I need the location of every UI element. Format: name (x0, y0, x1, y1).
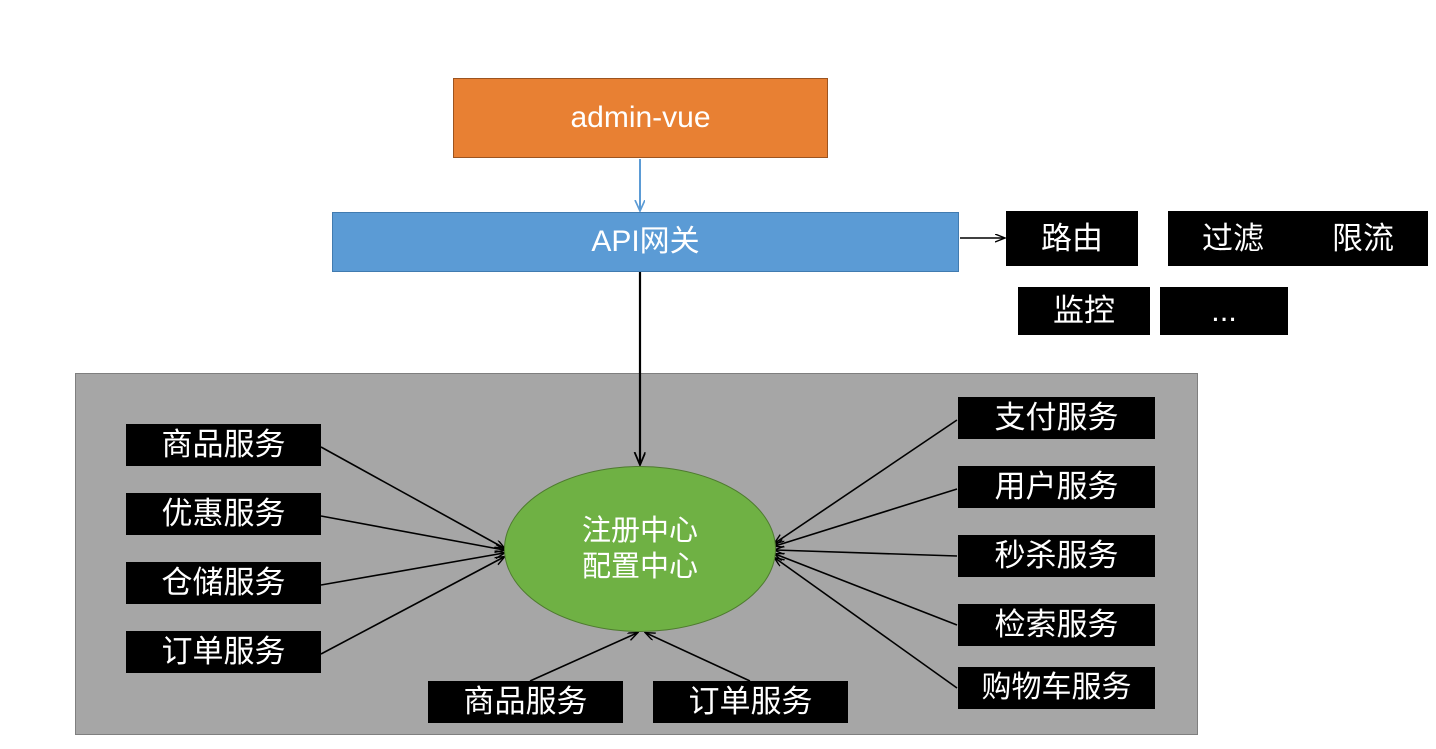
service-chip-right-seckill[interactable]: 秒杀服务 (958, 535, 1155, 577)
service-chip-right-search[interactable]: 检索服务 (958, 604, 1155, 646)
service-chip-label: 仓储服务 (161, 565, 286, 601)
gateway-feature-label: 限流 (1332, 220, 1394, 256)
registry-line-2: 配置中心 (581, 551, 698, 583)
gateway-box-label: API网关 (591, 224, 700, 258)
service-chip-label: 检索服务 (994, 607, 1119, 643)
registry-line-1: 注册中心 (581, 514, 698, 547)
gateway-feature-label: 路由 (1041, 220, 1103, 256)
service-chip-label: 购物车服务 (981, 670, 1132, 704)
service-chip-right-payment[interactable]: 支付服务 (958, 397, 1155, 439)
registry-center-node[interactable]: 注册中心 配置中心 (504, 466, 776, 632)
service-chip-label: 支付服务 (994, 400, 1119, 436)
gateway-feature-label: 监控 (1053, 293, 1115, 329)
service-chip-label: 用户服务 (994, 469, 1119, 505)
service-chip-left-order[interactable]: 订单服务 (126, 631, 321, 673)
service-chip-label: 秒杀服务 (994, 538, 1119, 574)
service-chip-right-cart[interactable]: 购物车服务 (958, 667, 1155, 709)
service-chip-left-coupon[interactable]: 优惠服务 (126, 493, 321, 535)
service-chip-label: 商品服务 (463, 684, 588, 720)
service-chip-bottom-product[interactable]: 商品服务 (428, 681, 623, 723)
gateway-feature-label: ... (1211, 293, 1237, 329)
gateway-feature-label: 过滤 (1202, 220, 1264, 256)
service-chip-label: 商品服务 (161, 427, 286, 463)
gateway-feature-routing[interactable]: 路由 (1006, 211, 1138, 266)
gateway-feature-filter[interactable]: 过滤 (1168, 211, 1298, 266)
service-chip-left-product[interactable]: 商品服务 (126, 424, 321, 466)
service-chip-label: 订单服务 (688, 684, 813, 720)
service-chip-right-user[interactable]: 用户服务 (958, 466, 1155, 508)
gateway-feature-monitoring[interactable]: 监控 (1018, 287, 1150, 335)
gateway-feature-more[interactable]: ... (1160, 287, 1288, 335)
client-box-admin-vue[interactable]: admin-vue (453, 78, 828, 158)
service-chip-bottom-order[interactable]: 订单服务 (653, 681, 848, 723)
service-chip-label: 订单服务 (161, 634, 286, 670)
client-box-label: admin-vue (570, 100, 711, 134)
service-chip-left-warehouse[interactable]: 仓储服务 (126, 562, 321, 604)
service-chip-label: 优惠服务 (161, 496, 286, 532)
gateway-feature-rate-limit[interactable]: 限流 (1298, 211, 1428, 266)
gateway-box[interactable]: API网关 (332, 212, 959, 272)
